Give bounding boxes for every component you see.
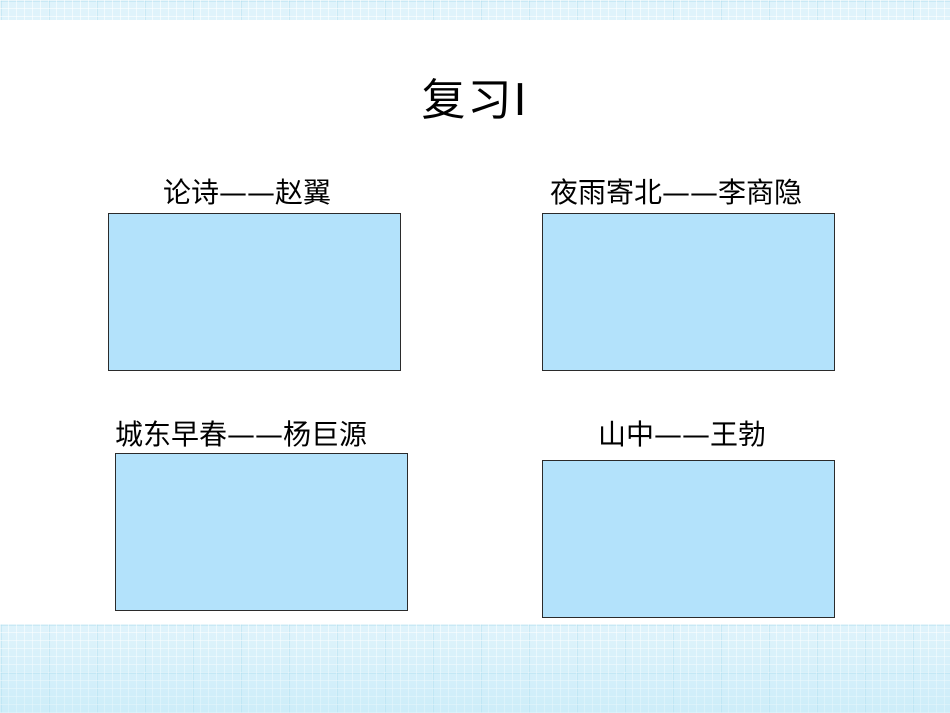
bottom-decor-band	[0, 624, 950, 713]
answer-cover-box[interactable]	[108, 213, 401, 371]
poem-label-shanzhong: 山中——王勃	[598, 418, 767, 451]
poem-label-lunshi: 论诗——赵翼	[163, 176, 332, 209]
answer-cover-box[interactable]	[115, 453, 408, 611]
poem-label-chengdongzaochun: 城东早春——杨巨源	[115, 418, 368, 451]
top-decor-band	[0, 0, 950, 20]
answer-cover-box[interactable]	[542, 460, 835, 618]
slide-title: 复习Ⅰ	[421, 75, 529, 126]
poem-label-yeyujibei: 夜雨寄北——李商隐	[550, 176, 803, 209]
answer-cover-box[interactable]	[542, 213, 835, 371]
